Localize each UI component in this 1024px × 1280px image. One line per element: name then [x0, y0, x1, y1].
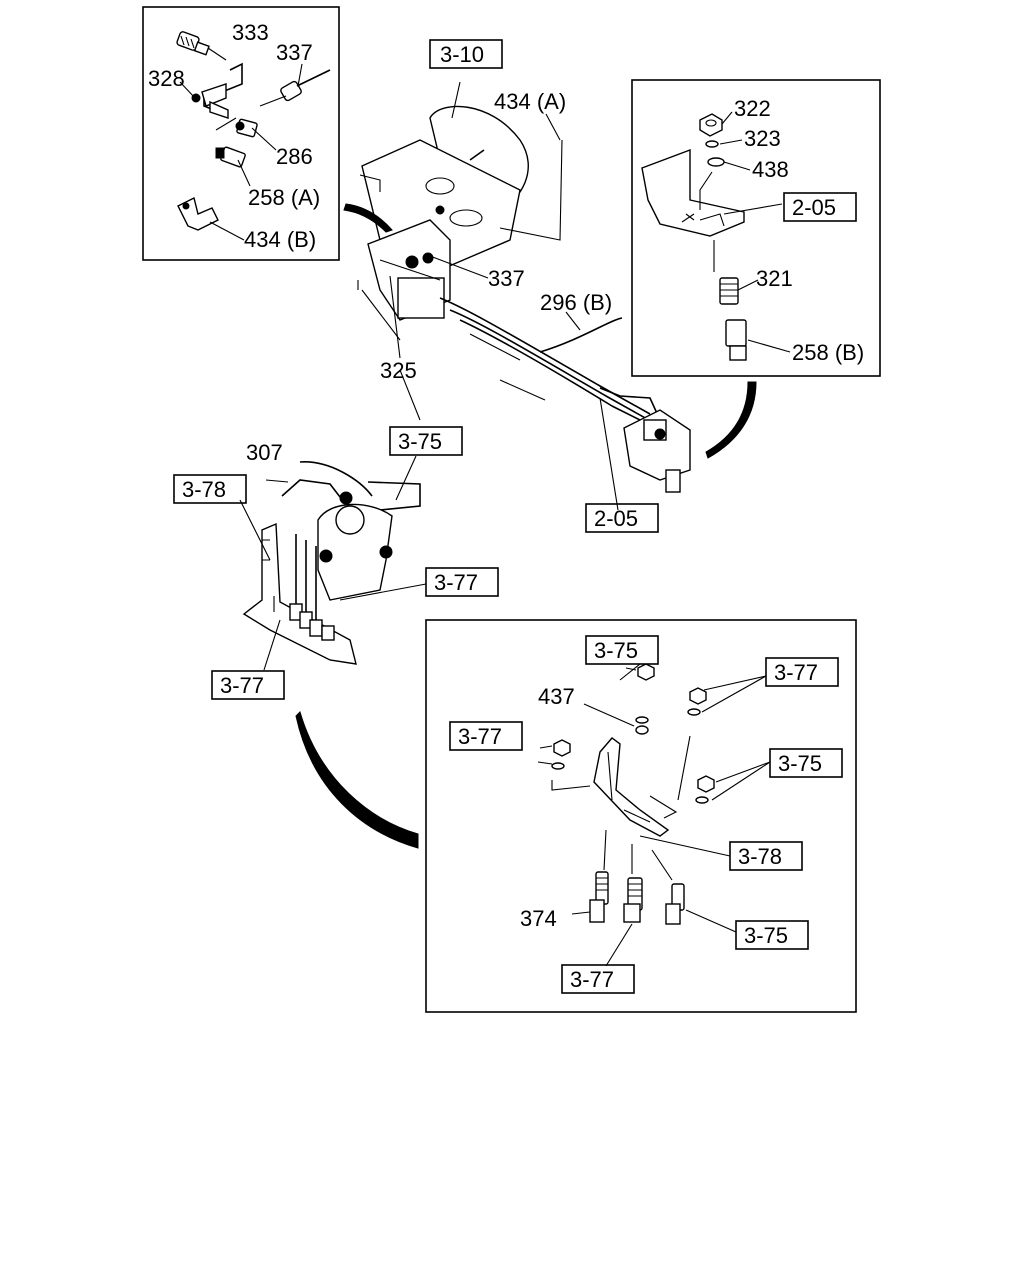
ref-label-3-77-left: 3-77 [220, 673, 264, 698]
nut-icon-2 [689, 687, 707, 705]
ref-label-3-10: 3-10 [440, 42, 484, 67]
detail-box-right [631, 79, 881, 377]
callout-325: 325 [380, 358, 417, 383]
callout-307: 307 [246, 440, 283, 465]
ref-box-3-77-detail-tr[interactable]: 3-77 [765, 657, 839, 687]
ref-box-2-05-bottom[interactable]: 2-05 [585, 503, 659, 533]
callout-333: 333 [232, 20, 269, 45]
ref-label-3-75-detail-r: 3-75 [778, 751, 822, 776]
callout-437: 437 [538, 684, 575, 709]
callout-328: 328 [148, 66, 185, 91]
callout-258b: 258 (B) [792, 340, 864, 365]
ref-label-3-78-detail: 3-78 [738, 844, 782, 869]
ref-box-3-78-left[interactable]: 3-78 [173, 474, 247, 504]
callout-438: 438 [752, 157, 789, 182]
ref-box-3-75-detail-br[interactable]: 3-75 [735, 920, 809, 950]
ref-label-2-05-right: 2-05 [792, 195, 836, 220]
callout-296b: 296 (B) [540, 290, 612, 315]
ref-box-2-05-right[interactable]: 2-05 [783, 192, 857, 222]
stud-icon [623, 877, 643, 923]
link-arrow-right-icon [705, 381, 757, 459]
callout-337-top: 337 [276, 40, 313, 65]
ref-label-2-05-bottom: 2-05 [594, 506, 638, 531]
ref-box-3-77-detail-l[interactable]: 3-77 [449, 721, 523, 751]
brake-pedal-assembly [357, 105, 691, 493]
callout-434b: 434 (B) [244, 227, 316, 252]
callout-322: 322 [734, 96, 771, 121]
detail-box-top-left [142, 6, 340, 261]
ref-label-3-75-detail-top: 3-75 [594, 638, 638, 663]
callout-434a: 434 (A) [494, 89, 566, 114]
ref-label-3-77-mid: 3-77 [434, 570, 478, 595]
ref-label-3-75-top: 3-75 [398, 429, 442, 454]
ref-box-3-75-top[interactable]: 3-75 [389, 426, 463, 456]
ref-label-3-77-detail-tr: 3-77 [774, 660, 818, 685]
ref-label-3-75-detail-br: 3-75 [744, 923, 788, 948]
fitting-321-icon [719, 277, 739, 305]
ref-label-3-77-detail-b: 3-77 [570, 967, 614, 992]
clip-434b-icon [177, 196, 219, 231]
callout-258a: 258 (A) [248, 185, 320, 210]
sensor-337-icon [259, 69, 331, 107]
detail-box-bottom [425, 619, 857, 1013]
bracket-328-icon [191, 62, 243, 119]
link-arrow-bottom-left-icon [295, 711, 419, 849]
stud-icon-2 [665, 883, 685, 925]
fitting-333-icon [176, 31, 210, 56]
stud-374-icon [589, 871, 609, 923]
ref-label-3-78-left: 3-78 [182, 477, 226, 502]
washer-323-icon [705, 140, 719, 148]
nut-286-icon [235, 118, 258, 138]
nut-322-icon [699, 113, 723, 137]
ref-box-3-77-detail-b[interactable]: 3-77 [561, 964, 635, 994]
brake-valve-assembly [242, 461, 421, 665]
ref-label-3-77-detail-l: 3-77 [458, 724, 502, 749]
nut-icon-4 [697, 775, 715, 793]
washer-438-icon [707, 157, 725, 167]
fitting-258b-icon [725, 319, 747, 361]
callout-286: 286 [276, 144, 313, 169]
callout-374: 374 [520, 906, 557, 931]
ref-box-3-78-detail[interactable]: 3-78 [729, 841, 803, 871]
callout-337-mid: 337 [488, 266, 525, 291]
fitting-258a-icon [215, 146, 246, 168]
nut-icon-3 [553, 739, 571, 757]
ref-box-3-75-detail-top[interactable]: 3-75 [585, 635, 659, 665]
ref-box-3-10[interactable]: 3-10 [429, 39, 503, 69]
nut-icon [637, 663, 655, 681]
ref-box-3-77-left[interactable]: 3-77 [211, 670, 285, 700]
callout-321: 321 [756, 266, 793, 291]
callout-323: 323 [744, 126, 781, 151]
ref-box-3-77-mid[interactable]: 3-77 [425, 567, 499, 597]
link-arrow-top-left-icon [343, 203, 393, 233]
ref-box-3-75-detail-r[interactable]: 3-75 [769, 748, 843, 778]
